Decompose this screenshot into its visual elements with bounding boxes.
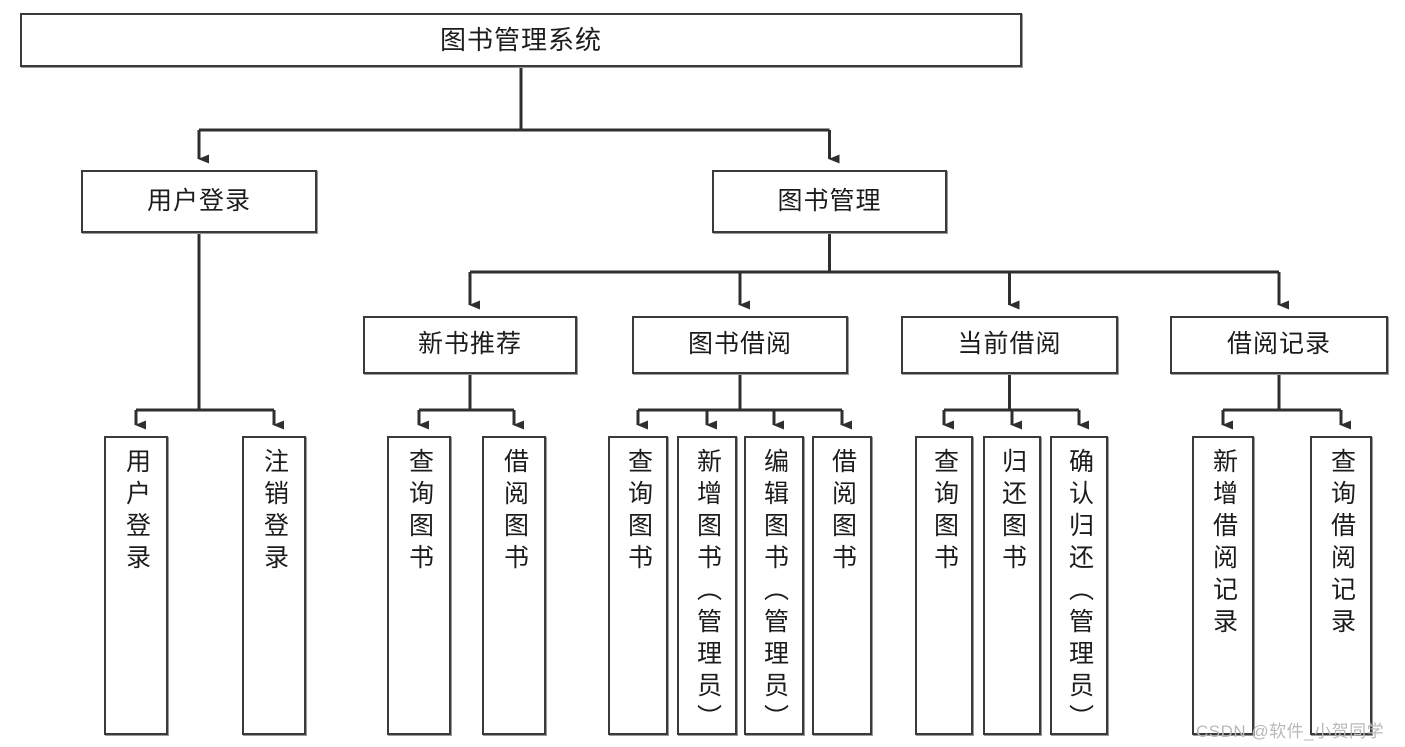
node-label: 归还图书: [998, 448, 1027, 576]
node-leaf-borrow-book-recommend[interactable]: 借阅图书: [482, 436, 546, 735]
node-leaf-edit-book-admin[interactable]: 编辑图书（管理员）: [744, 436, 804, 736]
node-label: 图书管理系统: [439, 24, 602, 55]
node-label: 查询图书: [405, 448, 434, 576]
node-root-system[interactable]: 图书管理系统: [20, 13, 1022, 67]
node-current-borrow[interactable]: 当前借阅: [901, 316, 1118, 374]
node-label: 用户登录: [122, 448, 151, 576]
node-label: 新书推荐: [417, 330, 522, 359]
node-label: 查询图书: [930, 448, 959, 576]
node-new-book-recommend[interactable]: 新书推荐: [363, 316, 577, 374]
node-label: 注销登录: [260, 448, 289, 576]
node-label: 新增图书（管理员）: [693, 448, 722, 736]
node-leaf-query-borrow-record[interactable]: 查询借阅记录: [1310, 436, 1372, 735]
node-label: 图书管理: [777, 186, 882, 215]
node-leaf-return-book[interactable]: 归还图书: [983, 436, 1041, 735]
node-leaf-confirm-return-admin[interactable]: 确认归还（管理员）: [1050, 436, 1108, 736]
node-leaf-query-book-recommend[interactable]: 查询图书: [387, 436, 451, 735]
node-label: 借阅图书: [500, 448, 529, 576]
node-leaf-add-borrow-record[interactable]: 新增借阅记录: [1192, 436, 1254, 735]
node-label: 图书借阅: [687, 330, 792, 359]
node-label: 查询图书: [624, 448, 653, 576]
node-leaf-query-book-current[interactable]: 查询图书: [915, 436, 973, 735]
node-leaf-query-book-borrow[interactable]: 查询图书: [608, 436, 668, 735]
node-label: 用户登录: [146, 186, 251, 215]
csdn-watermark: CSDN @软件_小贺同学: [1196, 722, 1385, 741]
node-label: 查询借阅记录: [1327, 448, 1356, 640]
node-label: 新增借阅记录: [1209, 448, 1238, 640]
node-label: 借阅记录: [1226, 330, 1331, 359]
node-label: 编辑图书（管理员）: [760, 448, 789, 736]
node-book-management[interactable]: 图书管理: [712, 170, 947, 233]
node-book-borrow[interactable]: 图书借阅: [632, 316, 848, 374]
node-leaf-user-login[interactable]: 用户登录: [104, 436, 168, 735]
node-leaf-add-book-admin[interactable]: 新增图书（管理员）: [677, 436, 737, 736]
node-label: 确认归还（管理员）: [1065, 448, 1094, 736]
node-borrow-record[interactable]: 借阅记录: [1170, 316, 1388, 374]
node-user-login[interactable]: 用户登录: [81, 170, 317, 233]
node-label: 当前借阅: [957, 330, 1062, 359]
node-label: 借阅图书: [828, 448, 857, 576]
node-leaf-borrow-book[interactable]: 借阅图书: [812, 436, 872, 735]
node-leaf-logout-login[interactable]: 注销登录: [242, 436, 306, 735]
